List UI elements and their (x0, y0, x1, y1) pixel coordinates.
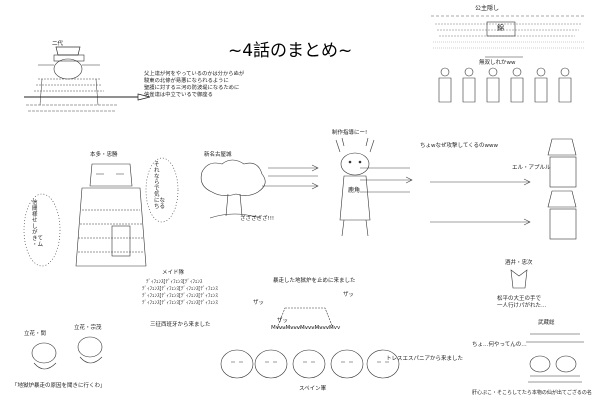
spain-soldier-heads (220, 307, 400, 379)
father-caption: 父上達が何をやっているのかは分からぬが 駿東の北條が易悪になられるように 聖護に… (144, 71, 245, 98)
spain-zazz-3: ザッ (277, 318, 289, 324)
ere-panel: ちょwなぜ攻撃してくるのwww エル・アプルル (420, 135, 590, 245)
tachibana-label-a: 立花・誾 (24, 331, 47, 337)
musashi-ascii-figures (526, 333, 584, 383)
castle-panel: 新名古屋城 ざざざざざ!!! (188, 150, 288, 230)
maid-line-2: ﾃﾞｨﾌｪﾝｽ[ﾃﾞｨﾌｪﾝｽ[ﾃﾞｨﾌｪﾝｽ[ﾃﾞｨﾌｪﾝｽ (142, 286, 218, 292)
honda-speech-right: そ れ な ら で 気 にな ちる (154, 162, 166, 210)
castle-ground-text: ざざざざざ!!! (240, 216, 275, 222)
spain-caption: スペイン軍 (299, 386, 327, 392)
maid-line-4: ﾃﾞｨﾌｪﾝｽ[ﾃﾞｨﾌｪﾝｽ[ﾃﾞｨﾌｪﾝｽ[ﾃﾞｨﾌｪﾝｽ (142, 300, 218, 306)
ere-label: ちょwなぜ攻撃してくるのwww (420, 143, 499, 149)
musashi-footer: 肝心ぷこ・そこらしてたら本物の仙が出てござるの名 (472, 390, 592, 396)
maid-line-1: ﾃﾞｨﾌｪﾝｽ[ﾃﾞｨﾌｪﾝｽ[ﾃﾞｨﾌｪﾝｽ (146, 279, 203, 285)
tachibana-label-b: 立花・宗茂 (74, 325, 102, 331)
castle-label: 新名古屋城 (204, 152, 232, 158)
maid-footer: 三征西班牙から来ました (150, 322, 211, 328)
sakai-panel: 酒井・忠次 松平の大王の手で 一人行けパがれた… (495, 260, 595, 320)
kosho-sign: 錦 (497, 24, 504, 32)
kosho-label: 公主隠し (475, 5, 500, 12)
kosho-caption: 無双しれかww (479, 60, 516, 66)
maid-panel: メイド隊 ﾃﾞｨﾌｪﾝｽ[ﾃﾞｨﾌｪﾝｽ[ﾃﾞｨﾌｪﾝｽ ﾃﾞｨﾌｪﾝｽ[ﾃﾞｨ… (140, 270, 260, 330)
deer-ascii-figure (335, 137, 375, 237)
sakai-caption: 松平の大王の手で 一人行けパがれた… (497, 296, 547, 309)
deer-body-text: 鹿角 (348, 187, 361, 194)
honda-ascii-figure (23, 157, 179, 267)
tachibana-footer: 「地獄炉暴走の原因を聞きに行くわ」 (12, 383, 106, 389)
page-title: ~4話のまとめ~ (228, 41, 353, 61)
honda-panel: 本多・忠勝 信 間 様 せ し が きて ・ム そ れ な ら で 気 にな ち… (12, 150, 187, 270)
musashi-label: 武蔵総 (538, 320, 555, 326)
spain-header: 暴走した地獄炉を止めに来ました (273, 278, 356, 284)
tachibana-panel: 立花・誾 立花・宗茂 「地獄炉暴走の原因を聞きに行くわ」 (10, 325, 130, 400)
honda-label: 本多・忠勝 (90, 152, 118, 158)
deer-panel: 制作指導にー! 鹿角 (322, 130, 392, 240)
father-label: 二代 (52, 41, 64, 47)
maid-line-3: ﾃﾞｨﾌｪﾝｽ[ﾃﾞｨﾌｪﾝｽ[ﾃﾞｨﾌｪﾝｽ[ﾃﾞｨﾌｪﾝｽ (142, 293, 218, 299)
father-panel: 二代 父上達が何をやっているのかは分からぬが 駿東の北條が易悪になられるように … (18, 35, 244, 135)
spain-side-text: トレスエスパニアから来ました (386, 356, 464, 362)
ere-speaker: エル・アプルル (512, 165, 551, 171)
honda-speech-left: 信 間 様 せ し が きて ・ム (32, 200, 44, 248)
kosho-panel: 公主隠し 錦 無双しれかww (425, 2, 595, 127)
father-ascii-figure (24, 46, 151, 112)
sakai-ascii-figure (510, 269, 528, 289)
ere-ascii-figures (547, 138, 577, 240)
maid-label: メイド隊 (162, 270, 185, 276)
kosho-ascii-figure (431, 15, 585, 103)
spain-panel: 暴走した地獄炉を止めに来ました ザッ ザッ ザッ MvvvMvvvMvvvMvv… (215, 278, 415, 398)
musashi-panel: 武蔵総 ちょ…何やってんの… 肝心ぷこ・そこらしてたら本物の仙が出てござるの名 (470, 320, 595, 398)
deer-label: 制作指導にー! (332, 130, 368, 136)
spain-zazz-2: ザッ (343, 292, 355, 298)
spain-zazz-1: ザッ (253, 300, 265, 306)
explosion-cloud (200, 159, 266, 219)
musashi-caption: ちょ…何やってんの… (472, 342, 527, 348)
tachibana-ascii-figures (31, 336, 103, 370)
sakai-label: 酒井・忠次 (505, 260, 533, 266)
